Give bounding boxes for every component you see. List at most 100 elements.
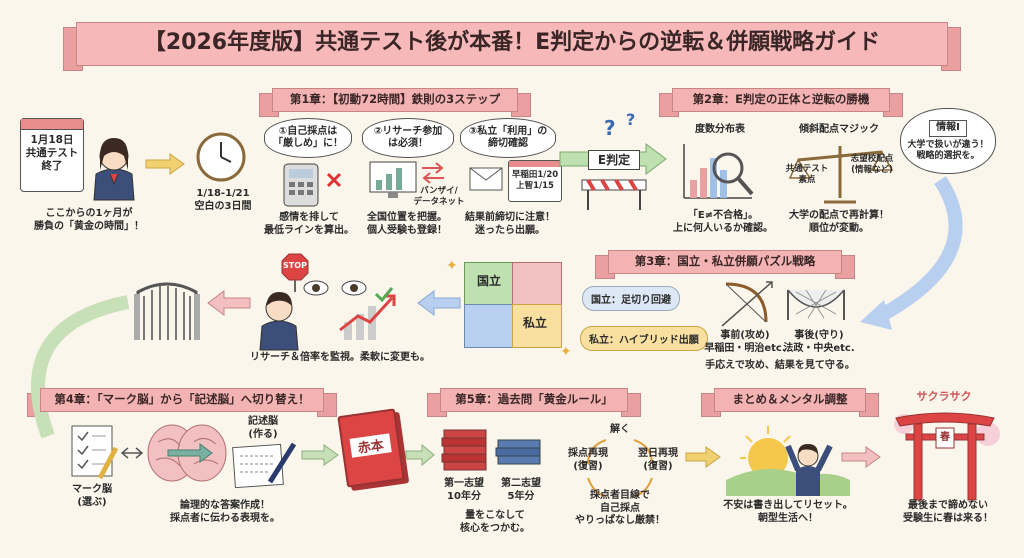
clock-icon	[196, 132, 246, 182]
private-pill: 私立：ハイブリッド出願	[580, 326, 708, 351]
attack-text: 事前(攻め) 早稲田・明治etc.	[704, 330, 786, 354]
flow-arrow-2	[301, 444, 339, 466]
kijutsu-brain-text: 記述脳 (作る)	[248, 416, 278, 440]
eyes-icon	[303, 280, 367, 296]
balance-scale-icon	[788, 146, 894, 204]
curve-arrow-right	[860, 176, 963, 330]
book-stack-red-icon	[441, 429, 487, 471]
defense-text: 事後(守り) 法政・中央etc.	[783, 330, 855, 354]
cycle-right: 翌日再現 (復習)	[638, 448, 678, 472]
puzzle-icon: 国立 私立	[464, 262, 562, 348]
cycle-solve: 解く	[610, 424, 630, 435]
rising-chart-icon	[339, 287, 396, 340]
deadline-text: 早稲田1/20 上智1/15	[511, 170, 559, 191]
writing-paper-icon	[232, 442, 297, 489]
sparkle-icon: ✦	[446, 258, 458, 274]
monitor-desc: リサーチ＆倍率を監視。柔軟に変更も。	[250, 352, 430, 363]
national-pill: 国立：足切り回避	[582, 286, 680, 311]
bow-arrow-icon	[721, 281, 773, 327]
book-stack-blue-icon	[495, 439, 541, 465]
exchange-arrows-icon	[422, 162, 444, 184]
cycle-left: 採点再現 (復習)	[568, 448, 608, 472]
e-label-text: E判定	[597, 153, 631, 167]
step2-label: ②リサーチ参加 は必須！	[373, 125, 443, 150]
sparkle-icon-2: ✦	[560, 344, 572, 360]
flow-arrow-1	[145, 153, 185, 175]
flow-desc: 手応えで攻め、結果を見て守る。	[705, 360, 855, 371]
national-text: 国立：足切り回避	[591, 295, 671, 306]
gate-icon	[134, 282, 200, 340]
step2-desc: 全国位置を把握。 個人受験も登録！	[367, 212, 447, 236]
step3-label: ③私立「利用」の 締切確認	[468, 125, 548, 150]
volume-text: 量をこなして 核心をつかむ。	[460, 510, 530, 534]
question-mark-icon: ?	[604, 116, 616, 140]
flow-arrow-5	[841, 446, 881, 468]
second-choice-text: 第二志望 5年分	[501, 478, 541, 502]
sunrise-student-icon	[726, 426, 850, 496]
mark-brain-text: マーク脳 (選ぶ)	[72, 484, 112, 508]
cross-mark-icon	[326, 172, 342, 188]
ch4-heading-banner: 第4章：「マーク脳」から「記述脳」へ切り替え！	[27, 388, 337, 417]
blank-days-text: 1/18-1/21 空白の3日間	[194, 188, 252, 212]
ch1-heading: 第1章：【初動72時間】鉄則の3ステップ	[289, 92, 501, 106]
barrier-icon	[581, 178, 647, 210]
cycle-bottom: 採点者目線で 自己採点 やりっぱなし厳禁！	[575, 490, 665, 526]
safety-net-icon	[787, 289, 845, 320]
ch4-heading: 第4章：「マーク脳」から「記述脳」へ切り替え！	[54, 392, 310, 406]
scale-right-label: 志望校配点 (情報など)	[850, 154, 894, 175]
ch4-desc: 論理的な答案作成！ 採点者に伝わる表現を。	[170, 500, 280, 524]
akahon-label: 赤本	[349, 433, 392, 458]
calendar-text: 1月18日 共通テスト 終了	[25, 134, 79, 173]
magic-desc: 大学の配点で再計算！ 順位が変動。	[789, 210, 889, 234]
ch3-heading-banner: 第3章：国立・私立併願パズル戦略	[595, 250, 855, 279]
step3-bubble: ③私立「利用」の 締切確認	[460, 118, 556, 158]
shiritsu-piece: 私立	[522, 316, 547, 330]
student-girl-icon	[93, 138, 135, 201]
distribution-desc: 「E≠不合格」。 上に何人いるか確認。	[673, 210, 773, 234]
step2-tag: バンザイ/ データネット	[413, 186, 465, 207]
calendar-icon: 1月18日 共通テスト 終了	[20, 118, 84, 192]
flow-arrow-4	[685, 446, 721, 468]
info-bubble: 情報Ⅰ 大学で扱いが違う！ 戦略的選択を。	[900, 108, 996, 174]
step1-desc: 感情を排して 最低ラインを算出。	[264, 212, 354, 236]
histogram-magnifier-icon	[683, 144, 754, 199]
envelope-icon	[469, 167, 503, 191]
kokuritsu-piece: 国立	[476, 274, 501, 288]
calculator-icon	[283, 163, 319, 207]
flow-arrow-left-2	[207, 290, 251, 316]
question-mark-icon-2: ?	[626, 110, 636, 129]
review-cycle-arrows	[587, 439, 653, 497]
stop-text: STOP	[283, 261, 307, 270]
info-label: 情報Ⅰ	[929, 120, 967, 137]
monitor-chart-icon	[369, 161, 417, 198]
ch5-heading-banner: 第5章：過去問「黄金ルール」	[427, 388, 641, 417]
golden-time-text: ここからの1ヶ月が 勝負の「黄金の時間」！	[34, 208, 144, 232]
torii-gate-icon	[894, 412, 1000, 501]
akahon-book-icon: 赤本	[337, 408, 405, 488]
deadline-calendar-icon: 早稲田1/20 上智1/15	[508, 160, 562, 202]
first-choice-text: 第一志望 10年分	[444, 478, 484, 502]
flow-arrow-3	[405, 443, 435, 467]
e-judgement-label: E判定	[588, 150, 640, 170]
thinking-boy-icon	[259, 292, 299, 351]
title-banner: 【2026年度版】共通テスト後が本番！E判定からの逆転＆併願戦略ガイド	[63, 22, 961, 71]
sakura-saku-text: サクラサク	[916, 390, 972, 403]
ch2-heading-banner: 第2章：E判定の正体と逆転の勝機	[659, 88, 903, 117]
mark-sheet-icon	[71, 425, 119, 480]
step1-bubble: ①自己採点は 「厳しめ」に！	[264, 118, 352, 158]
ch2-heading: 第2章：E判定の正体と逆転の勝機	[692, 92, 870, 106]
double-arrow-icon	[120, 447, 144, 459]
stop-sign-icon	[281, 253, 309, 292]
private-text: 私立：ハイブリッド出願	[589, 335, 699, 346]
ch1-heading-banner: 第1章：【初動72時間】鉄則の3ステップ	[259, 88, 531, 117]
step2-bubble: ②リサーチ参加 は必須！	[362, 118, 454, 158]
haru-plaque: 春	[940, 432, 950, 443]
page-title: 【2026年度版】共通テスト後が本番！E判定からの逆転＆併願戦略ガイド	[143, 30, 881, 55]
summary-heading: まとめ＆メンタル調整	[732, 392, 848, 406]
final-message: 最後まで諦めない 受験生に春は来る！	[903, 500, 993, 524]
step1-label: ①自己採点は 「厳しめ」に！	[273, 125, 343, 150]
summary-desc: 不安は書き出してリセット。 朝型生活へ！	[723, 500, 853, 524]
distribution-title: 度数分布表	[695, 124, 745, 135]
summary-heading-banner: まとめ＆メンタル調整	[701, 388, 879, 417]
info-desc: 大学で扱いが違う！ 戦略的選択を。	[907, 139, 989, 161]
